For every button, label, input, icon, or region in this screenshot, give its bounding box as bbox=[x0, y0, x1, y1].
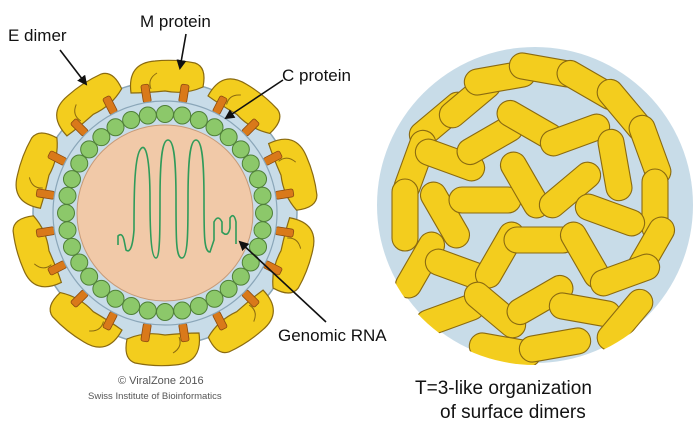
c-protein-bead bbox=[123, 111, 140, 128]
c-protein-bead bbox=[93, 129, 110, 146]
c-protein-bead bbox=[81, 268, 98, 285]
caption-line-2: of surface dimers bbox=[440, 402, 586, 423]
nucleocapsid-core bbox=[77, 125, 253, 301]
c-protein-bead bbox=[63, 238, 80, 255]
c-protein-bead bbox=[174, 107, 191, 124]
c-protein-bead bbox=[58, 205, 75, 222]
surface-dimer bbox=[449, 187, 521, 213]
c-protein-bead bbox=[190, 298, 207, 315]
c-protein-bead bbox=[123, 298, 140, 315]
label-e-dimer: E dimer bbox=[8, 26, 67, 45]
c-protein-bead bbox=[250, 171, 267, 188]
surface-lattice bbox=[377, 47, 693, 369]
c-protein-bead bbox=[59, 222, 76, 239]
c-protein-bead bbox=[71, 155, 88, 172]
c-protein-bead bbox=[220, 280, 237, 297]
label-genomic-rna: Genomic RNA bbox=[278, 326, 387, 345]
virion-cross-section bbox=[8, 60, 322, 365]
c-protein-bead bbox=[206, 290, 223, 307]
c-protein-bead bbox=[190, 111, 207, 128]
c-protein-bead bbox=[63, 171, 80, 188]
c-protein-bead bbox=[59, 187, 76, 204]
credit-line-1: © ViralZone 2016 bbox=[118, 375, 204, 387]
c-protein-bead bbox=[107, 119, 124, 136]
c-protein-bead bbox=[254, 187, 271, 204]
c-protein-bead bbox=[157, 304, 174, 321]
pointer-e-dimer bbox=[60, 50, 86, 84]
c-protein-bead bbox=[157, 106, 174, 123]
c-protein-bead bbox=[174, 302, 191, 319]
credit-line-2: Swiss Institute of Bioinformatics bbox=[88, 391, 222, 402]
c-protein-bead bbox=[256, 205, 273, 222]
caption-line-1: T=3-like organization bbox=[415, 378, 592, 399]
c-protein-bead bbox=[139, 107, 156, 124]
c-protein-bead bbox=[232, 141, 249, 158]
c-protein-bead bbox=[139, 302, 156, 319]
surface-dimer bbox=[392, 179, 418, 251]
c-protein-bead bbox=[254, 222, 271, 239]
c-protein-bead bbox=[206, 119, 223, 136]
c-protein-bead bbox=[71, 254, 88, 271]
label-m-protein: M protein bbox=[140, 12, 211, 31]
c-protein-bead bbox=[242, 155, 259, 172]
label-c-protein: C protein bbox=[282, 66, 351, 85]
c-protein-bead bbox=[107, 290, 124, 307]
